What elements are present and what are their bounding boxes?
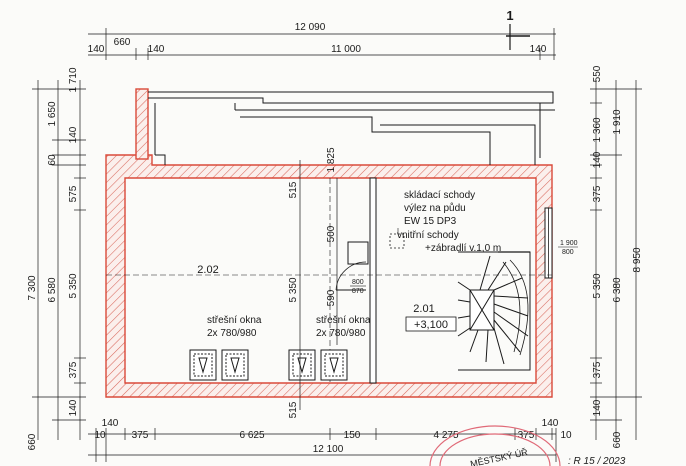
roof-outline: [148, 91, 555, 165]
dim-left-outer-top: 1 710: [68, 67, 79, 92]
dim-bottom-part: 150: [344, 430, 361, 441]
dimension-lines: [32, 24, 642, 462]
dim-right-375-top: 375: [592, 185, 603, 202]
note-attic-stairs-2: výlez na půdu: [404, 202, 466, 214]
dim-bottom-total: 12 100: [313, 444, 344, 455]
dim-right-8950: 8 950: [632, 247, 643, 272]
dim-center-515-top: 515: [288, 181, 299, 198]
dim-top-right: 140: [530, 44, 547, 55]
dim-right-550: 550: [592, 65, 603, 82]
dim-bottom-part: 375: [518, 430, 535, 441]
section-mark: 1: [506, 8, 513, 23]
spiral-stairs: [457, 251, 531, 371]
dim-top-inner: 11 000: [331, 44, 361, 55]
window-height: 800: [562, 249, 574, 256]
walls: [105, 88, 555, 398]
dim-top-left-c: 140: [148, 44, 165, 55]
room-2-01-name: 2.01: [413, 303, 434, 315]
dim-left-outer-total: 7 300: [27, 275, 38, 300]
roof-window: [189, 349, 217, 381]
dim-right-1910: 1 910: [612, 109, 623, 134]
dim-left-inner-575: 575: [68, 185, 79, 202]
door-width: 800: [352, 279, 364, 286]
dim-center-1825: 1 825: [326, 147, 337, 172]
dim-bottom-part: 4 275: [433, 430, 458, 441]
signature-mark: : R 15 / 2023: [568, 456, 626, 466]
dim-left-outer-bottom: 660: [27, 433, 38, 450]
outer-wall: [105, 154, 553, 398]
dim-center-500: 500: [326, 225, 337, 242]
dim-bottom-part: 140: [542, 418, 559, 429]
upper-wall-left: [135, 88, 149, 160]
note-roof-windows-a-2: 2x 780/980: [207, 328, 257, 339]
dim-left-inner-140-bottom: 140: [68, 399, 79, 416]
dim-right-140: 140: [592, 151, 603, 168]
dim-top-left-a: 660: [114, 37, 131, 48]
door-height: 870: [352, 288, 364, 295]
dim-bottom-part: 10: [560, 430, 572, 441]
dim-left-inner-5350: 5 350: [68, 273, 79, 298]
dim-center-515-bottom: 515: [288, 401, 299, 418]
dim-top-total: 12 090: [295, 22, 326, 33]
interior-lines: [106, 178, 552, 383]
shaft: [347, 241, 369, 265]
note-attic-stairs-3: EW 15 DP3: [404, 216, 457, 227]
dim-bottom-part: 10: [94, 430, 106, 441]
dim-top-left-b: 140: [88, 44, 105, 55]
room-2-02-name: 2.02: [197, 264, 218, 276]
dim-left-inner-375: 375: [68, 361, 79, 378]
dim-center-590: 590: [326, 289, 337, 306]
note-roof-windows-b-1: střešní okna: [316, 315, 371, 326]
dim-left-mid-a: 1 650: [47, 101, 58, 126]
door-swing: [335, 261, 367, 291]
roof-window: [288, 349, 316, 381]
roof-windows: [189, 349, 348, 381]
room-2-01-level: +3,100: [414, 319, 448, 331]
dim-right-1360: 1 360: [592, 117, 603, 142]
svg-text:MĚSTSKÝ ÚŘ: MĚSTSKÝ ÚŘ: [469, 447, 529, 466]
dim-center-5350: 5 350: [288, 277, 299, 302]
attic-hatch: [389, 233, 405, 249]
roof-window: [221, 349, 249, 381]
partition-wall: [369, 177, 377, 384]
window-width: 1 900: [560, 240, 578, 247]
note-inner-stairs-1: vnitřní schody: [397, 230, 459, 241]
dim-right-5350: 5 350: [592, 273, 603, 298]
dim-right-375-bottom: 375: [592, 361, 603, 378]
dim-bottom-part: 140: [102, 418, 119, 429]
level-box: [405, 316, 457, 332]
note-roof-windows-a-1: střešní okna: [207, 315, 262, 326]
dim-right-660: 660: [612, 431, 623, 448]
note-roof-windows-b-2: 2x 780/980: [316, 328, 366, 339]
dim-left-mid-b: 60: [47, 154, 58, 166]
dim-bottom-part: 375: [132, 430, 149, 441]
note-attic-stairs-1: skládací schody: [404, 190, 475, 201]
note-inner-stairs-2: +zábradlí v.1,0 m: [425, 243, 501, 254]
dim-right-140-bottom: 140: [592, 399, 603, 416]
dim-bottom-part: 6 625: [239, 430, 264, 441]
roof-window: [320, 349, 348, 381]
dim-right-6380: 6 380: [612, 277, 623, 302]
dim-left-inner-140-top: 140: [68, 126, 79, 143]
dim-left-mid-total: 6 580: [47, 277, 58, 302]
